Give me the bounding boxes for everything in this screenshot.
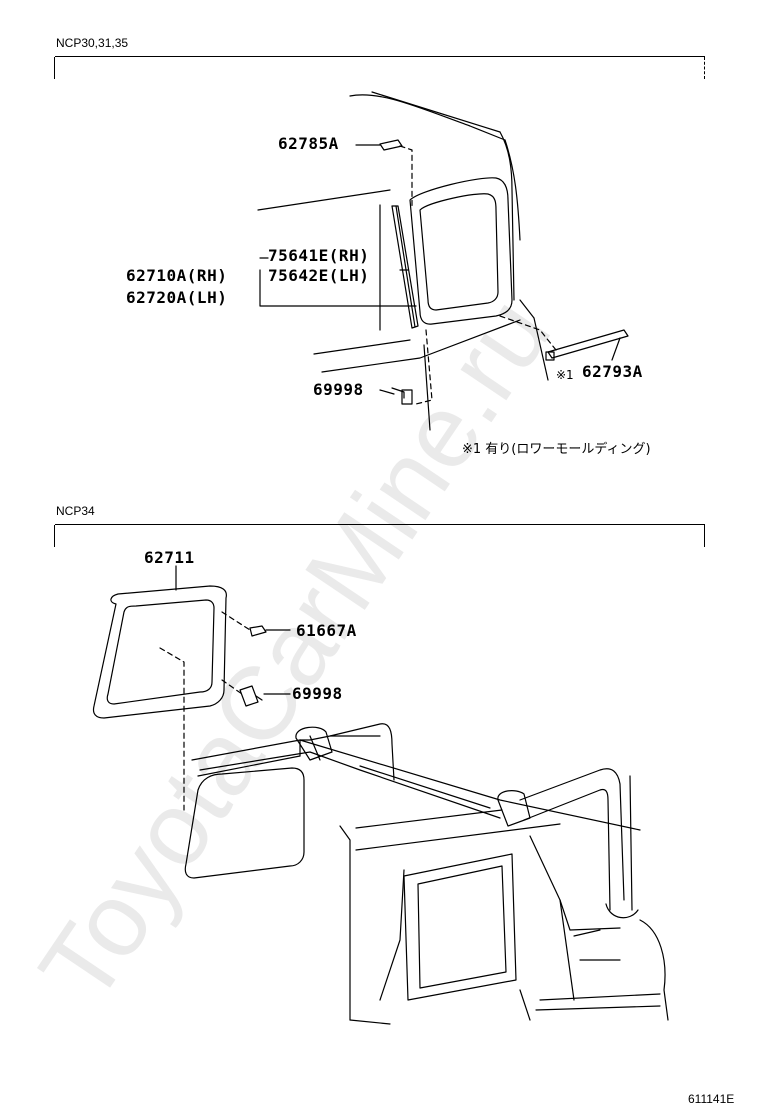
lower-dashed-leaders — [159, 611, 251, 811]
footnote-lower-molding: ※1 有り(ロワーモールディング) — [462, 442, 651, 457]
clip-61667a-icon — [249, 625, 291, 637]
part-label-75642e-lh: 75642E(LH) — [268, 266, 370, 285]
upper-dashed-leaders — [399, 145, 557, 405]
part-label-69998-upper: 69998 — [313, 380, 364, 399]
section-frame-ncp34 — [54, 524, 705, 547]
vertical-molding-upper — [391, 205, 419, 329]
part-label-62785a: 62785A — [278, 134, 339, 153]
part-label-61667a: 61667A — [296, 621, 357, 640]
lower-molding-62793a-icon — [545, 329, 629, 361]
upper-leader-lines — [259, 144, 621, 395]
illustration-code: 611141E — [688, 1092, 735, 1106]
clip-62785a-icon — [379, 139, 403, 151]
rear-quarter-glass-upper — [409, 177, 513, 325]
part-label-69998-lower: 69998 — [292, 684, 343, 703]
part-label-62793a: 62793A — [582, 362, 643, 381]
part-label-75641e-rh: 75641E(RH) — [268, 246, 370, 265]
mount-window-location — [184, 767, 305, 879]
side-glass-62711 — [92, 585, 227, 719]
part-label-62720a-lh: 62720A(LH) — [126, 288, 228, 307]
section-frame-ncp30 — [54, 56, 705, 79]
part-label-62710a-rh: 62710A(RH) — [126, 266, 228, 285]
cab-body-lower — [191, 723, 669, 1025]
fastener-69998-upper-icon — [391, 387, 413, 405]
section-label-ncp34: NCP34 — [56, 504, 95, 518]
fastener-69998-lower-icon — [239, 685, 291, 707]
marker-1: ※1 — [556, 368, 574, 382]
part-label-62711: 62711 — [144, 548, 195, 567]
section-label-ncp30: NCP30,31,35 — [56, 36, 129, 50]
